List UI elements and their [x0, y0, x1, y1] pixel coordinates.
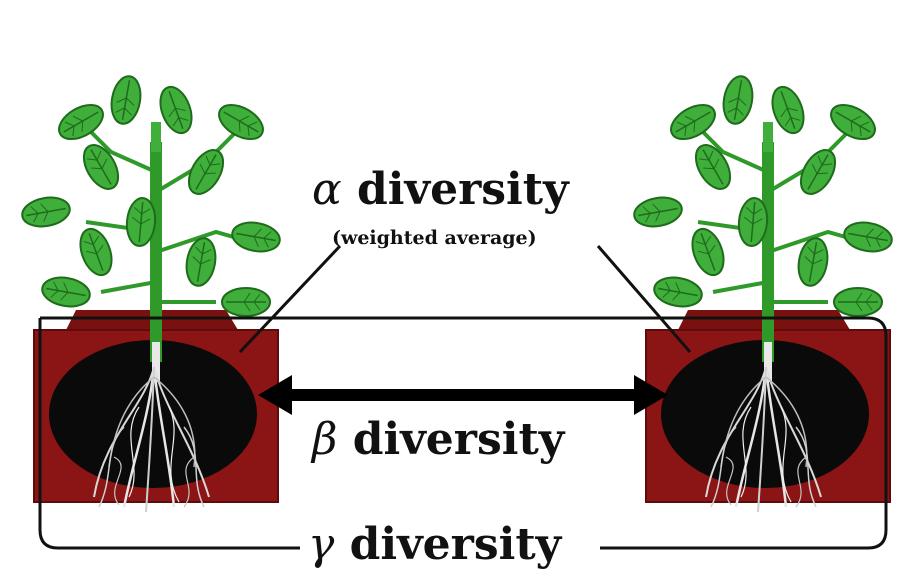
- beta-symbol: β: [312, 414, 337, 465]
- gamma-symbol: γ: [308, 519, 334, 570]
- right-plant: [632, 74, 894, 512]
- gamma-diversity-label: γ diversity: [302, 523, 567, 567]
- alpha-symbol: α: [312, 164, 342, 215]
- beta-diversity-label: β diversity: [306, 418, 570, 462]
- left-plant: [20, 74, 282, 512]
- alpha-subtitle: (weighted average): [332, 229, 537, 248]
- gamma-text: diversity: [334, 519, 561, 570]
- alpha-text: diversity: [342, 164, 569, 215]
- beta-text: diversity: [337, 414, 564, 465]
- alpha-diversity-label: α diversity: [312, 168, 569, 212]
- beta-arrow: [258, 375, 668, 415]
